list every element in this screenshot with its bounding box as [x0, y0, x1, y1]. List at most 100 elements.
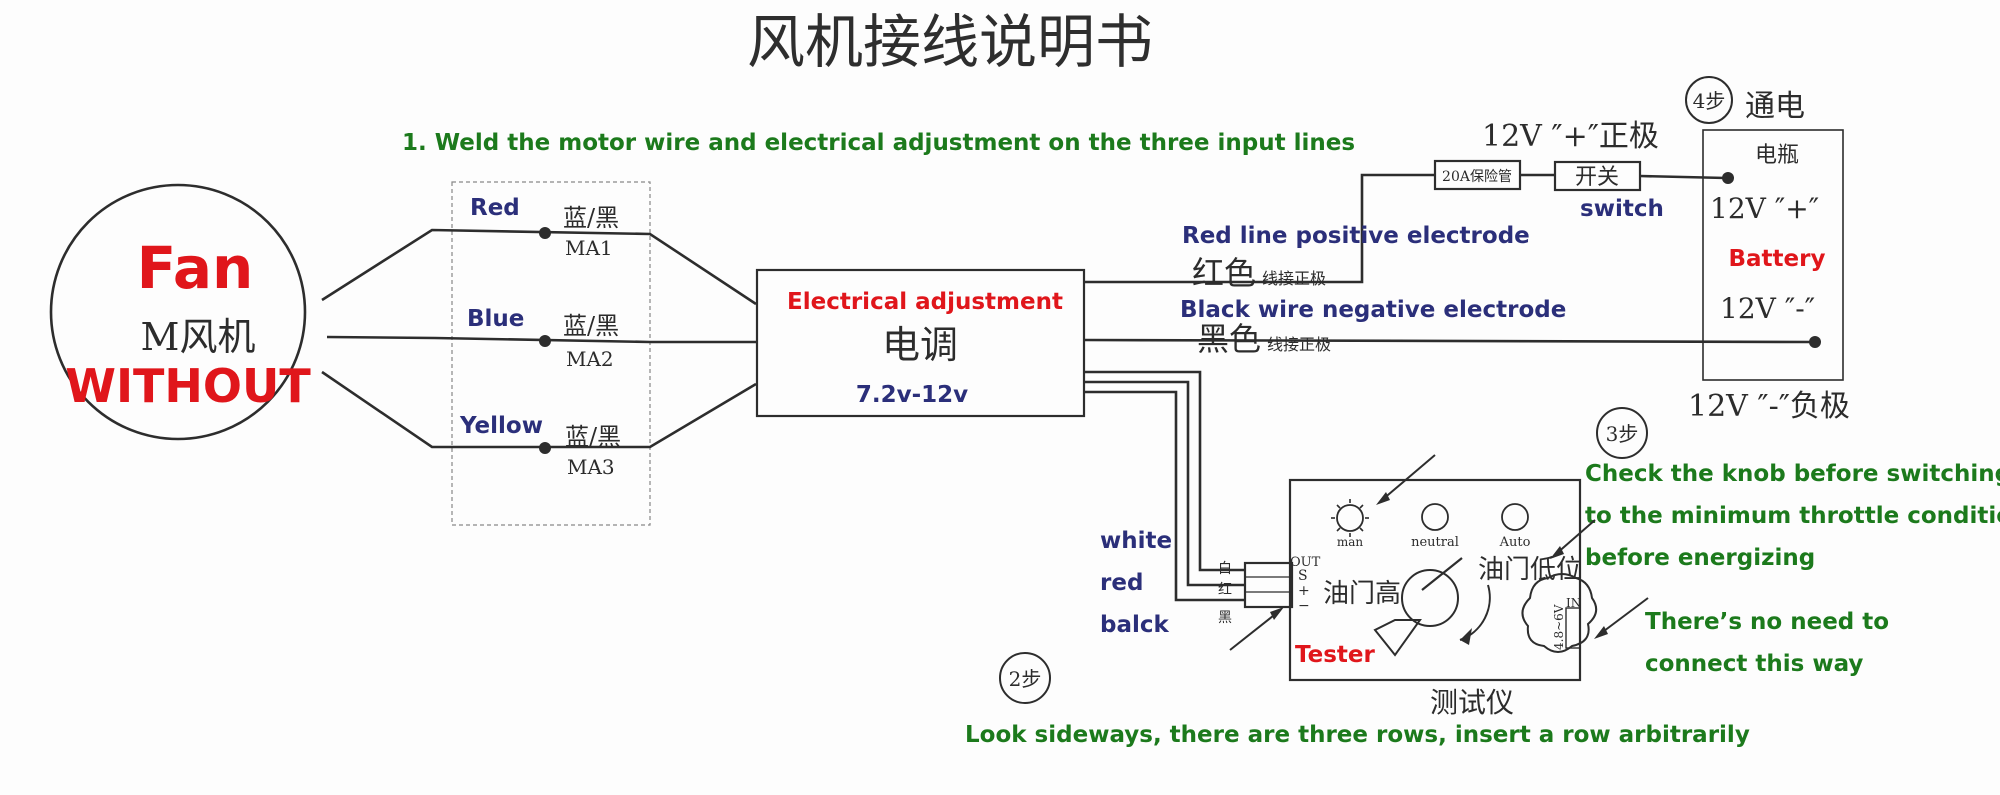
- fan-circle: [49, 183, 307, 441]
- fuse: 20A保险管: [1433, 159, 1522, 191]
- fan-motor: Fan M风机 WITHOUT: [49, 183, 311, 441]
- throttle-low-label: 油门低位: [1478, 555, 1582, 585]
- tester-wires: [1085, 370, 1245, 602]
- switch-label-en: switch: [1580, 196, 1664, 222]
- switch-label-cn: 开关: [1575, 165, 1619, 190]
- throttle-high-label: 油门高: [1323, 579, 1401, 609]
- input-port-icon: [1521, 573, 1598, 653]
- step3-marker-circle: [1596, 407, 1648, 459]
- red-line-label-small: 线接正极: [1262, 269, 1326, 288]
- wire-label-blue: Blue: [467, 306, 524, 332]
- switch: 开关: [1553, 160, 1642, 192]
- motor-wires: [321, 227, 757, 454]
- auto-label: Auto: [1499, 535, 1531, 550]
- battery-frame: [1702, 129, 1844, 381]
- man-label: man: [1337, 535, 1364, 549]
- esc-voltage: 7.2v-12v: [856, 382, 968, 408]
- neutral-indicator-icon: [1421, 503, 1449, 531]
- step4-marker-circle: [1685, 76, 1733, 124]
- negative-pole-label: 12V ″-″负极: [1688, 389, 1850, 424]
- man-indicator-icon: [1331, 499, 1369, 537]
- red-line-label-cn: 红色: [1192, 254, 1256, 292]
- esc-label-cn: 电调: [882, 323, 958, 367]
- pin-red-label: 红: [1218, 582, 1232, 598]
- in-voltage-label: 4.8~6V: [1552, 604, 1566, 650]
- black-line-label-cn: 黑色: [1197, 320, 1261, 358]
- tester-label-cn: 测试仪: [1430, 686, 1514, 719]
- arrow-man: [1381, 454, 1436, 501]
- step2-marker-circle: [999, 652, 1051, 704]
- pin-out-label: OUT: [1290, 555, 1321, 570]
- battery-positive-terminal: [1722, 172, 1734, 184]
- tester-connector: [1243, 561, 1294, 609]
- junction-ma3: [539, 442, 551, 454]
- esc-box: Electrical adjustment 电调 7.2v-12v: [755, 268, 1086, 418]
- tester: 白 红 黑 OUT S + − man neutral Auto: [1218, 478, 1598, 682]
- pin-plus-label: +: [1298, 583, 1310, 599]
- tester-wire-black: balck: [1100, 612, 1170, 638]
- wire-black: [1085, 390, 1245, 602]
- junction-ma2: [539, 335, 551, 347]
- wire-code-ma3: MA3: [567, 455, 615, 479]
- wire-label-yellow: Yellow: [459, 413, 543, 439]
- battery: 电瓶 12V ″+″ Battery 12V ″-″: [1702, 129, 1844, 381]
- pointer-arrows: [1229, 454, 1649, 651]
- wire-red: [1085, 380, 1245, 587]
- step3-line-3: before energizing: [1585, 545, 1815, 571]
- arrow-connector: [1229, 611, 1279, 651]
- step1-instruction: 1. Weld the motor wire and electrical ad…: [402, 130, 1355, 156]
- wire-negative: [1084, 338, 1816, 344]
- arrow-in-port: [1599, 597, 1649, 635]
- wire-cn-ma1: 蓝/黑: [563, 204, 619, 232]
- black-line-label-en: Black wire negative electrode: [1180, 297, 1566, 323]
- black-line-label-small: 线接正极: [1267, 335, 1331, 354]
- esc-label-en: Electrical adjustment: [787, 289, 1063, 315]
- pin-s-label: S: [1298, 568, 1308, 584]
- battery-label-cn: 电瓶: [1755, 143, 1799, 168]
- battery-negative-terminal: [1809, 336, 1821, 348]
- switch-frame: [1553, 160, 1642, 192]
- wire-cn-ma3: 蓝/黑: [565, 423, 621, 451]
- esc-frame: [755, 268, 1086, 418]
- connector-frame: [451, 181, 651, 526]
- no-need-line-2: connect this way: [1645, 651, 1863, 677]
- battery-negative: 12V ″-″: [1720, 292, 1815, 325]
- fuse-frame: [1433, 159, 1522, 191]
- pin-white-label: 白: [1218, 561, 1232, 577]
- pin-black-label: 黑: [1218, 610, 1232, 626]
- step4-text: 通电: [1745, 89, 1805, 124]
- no-need-line-1: There’s no need to: [1645, 609, 1889, 635]
- step2-marker: 2步: [1009, 667, 1042, 691]
- junction-ma1: [539, 227, 551, 239]
- in-label: IN: [1566, 596, 1581, 610]
- step3-marker: 3步: [1606, 422, 1639, 446]
- wire-cn-ma2: 蓝/黑: [563, 312, 619, 340]
- throttle-knob-icon: [1373, 557, 1491, 657]
- step2-text: Look sideways, there are three rows, ins…: [965, 722, 1750, 748]
- step3-line-2: to the minimum throttle condition: [1585, 503, 2000, 529]
- step4-marker: 4步: [1693, 89, 1726, 113]
- battery-positive: 12V ″+″: [1710, 192, 1819, 225]
- wire-positive: [1085, 173, 1435, 284]
- wire-label-red: Red: [470, 195, 520, 221]
- arrow-knob: [1555, 519, 1596, 555]
- wire-switch-battery: [1639, 174, 1727, 180]
- battery-label-en: Battery: [1729, 246, 1826, 272]
- wire-ma1: [321, 228, 757, 306]
- tester-wire-red: red: [1100, 570, 1143, 596]
- step3-line-1: Check the knob before switching on: [1585, 461, 2000, 487]
- tester-label-en: Tester: [1295, 642, 1376, 668]
- red-line-label-en: Red line positive electrode: [1182, 223, 1530, 249]
- wire-white: [1085, 370, 1245, 572]
- fuse-label: 20A保险管: [1442, 169, 1512, 185]
- positive-pole-label: 12V ″+″正极: [1482, 119, 1659, 154]
- neutral-label: neutral: [1411, 535, 1459, 550]
- wire-code-ma1: MA1: [565, 236, 613, 260]
- fan-label-without: WITHOUT: [65, 359, 311, 413]
- fan-label-en: Fan: [137, 234, 254, 302]
- pin-minus-label: −: [1298, 598, 1310, 614]
- page-title: 风机接线说明书: [747, 8, 1153, 76]
- tester-wire-white: white: [1100, 528, 1172, 554]
- fan-label-cn: M风机: [141, 315, 256, 359]
